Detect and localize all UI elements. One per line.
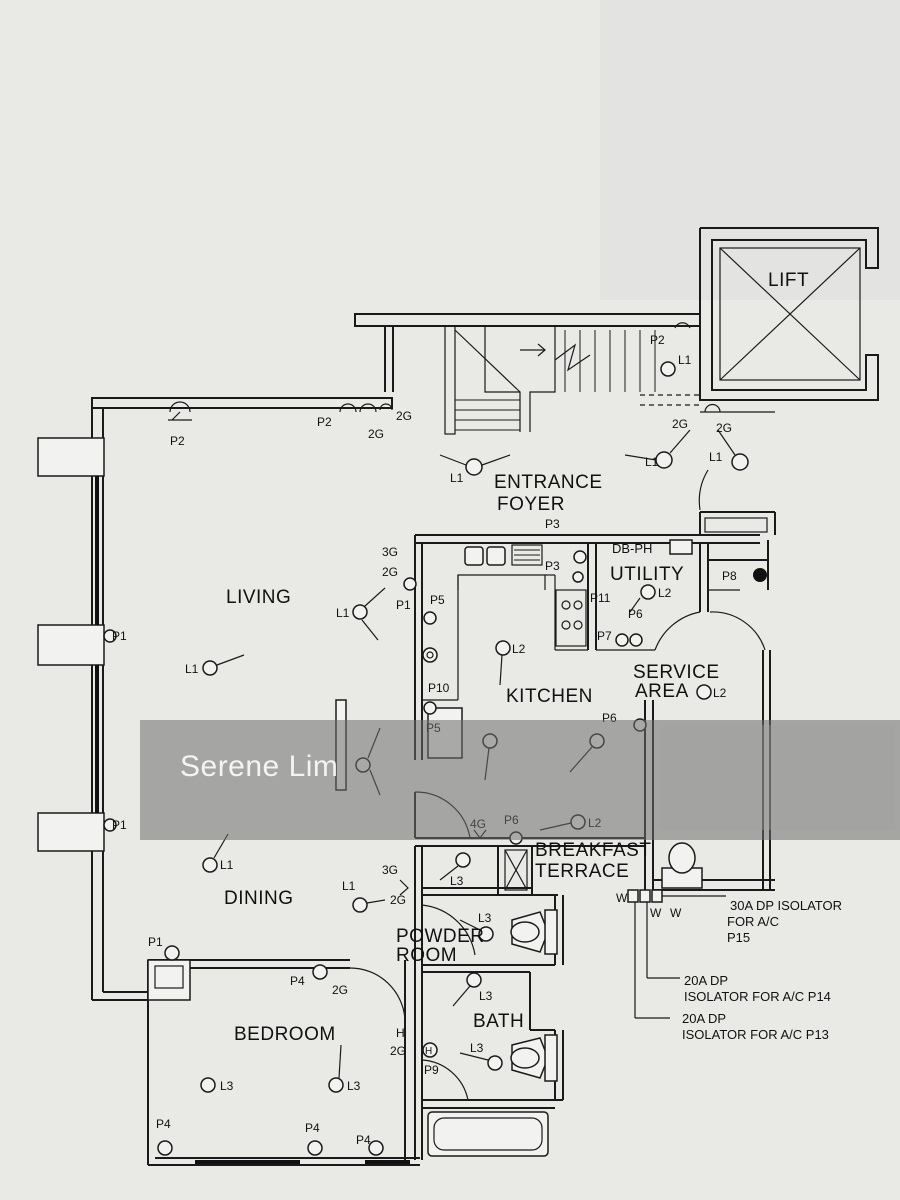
label-l3: L3 xyxy=(347,1079,361,1093)
label-p1: P1 xyxy=(396,598,411,612)
label-p1: P1 xyxy=(112,818,127,832)
note-isolator-p14-line2: ISOLATOR FOR A/C P14 xyxy=(684,989,831,1004)
room-label-living: LIVING xyxy=(226,587,291,608)
room-label-utility: UTILITY xyxy=(610,564,684,585)
label-l2: L2 xyxy=(512,642,526,656)
label-p10: P10 xyxy=(428,681,450,695)
room-label-room: ROOM xyxy=(396,945,457,966)
paper-shadow xyxy=(600,0,900,300)
wet-area-walls xyxy=(349,837,645,1160)
label-l2: L2 xyxy=(713,686,727,700)
label-2g: 2G xyxy=(368,427,384,441)
label-p3: P3 xyxy=(545,517,560,531)
note-isolator-p14-line1: 20A DP xyxy=(684,973,728,988)
service-area-walls xyxy=(653,469,775,891)
label-2g: 2G xyxy=(716,421,732,435)
label-p8: P8 xyxy=(722,569,737,583)
label-3g: 3G xyxy=(382,863,398,877)
label-l1: L1 xyxy=(678,353,692,367)
label-2g: 2G xyxy=(332,983,348,997)
label-l2: L2 xyxy=(658,586,672,600)
watermark-banner: Serene Lim xyxy=(140,720,900,840)
room-label-bath: BATH xyxy=(473,1011,524,1032)
label-p2: P2 xyxy=(650,333,665,347)
note-isolator-p15-line3: P15 xyxy=(727,930,750,945)
label-p4: P4 xyxy=(356,1133,371,1147)
label-p1: P1 xyxy=(148,935,163,949)
note-isolator-p15-line2: FOR A/C xyxy=(727,914,779,929)
lift-label: LIFT xyxy=(768,270,809,291)
label-w: W xyxy=(650,906,662,920)
db-ph-label: DB-PH xyxy=(612,541,652,556)
room-label-kitchen: KITCHEN xyxy=(506,686,593,707)
note-isolator-p15-line1: 30A DP ISOLATOR xyxy=(730,898,842,913)
label-l3: L3 xyxy=(470,1041,484,1055)
staircase xyxy=(444,325,775,435)
light-fixtures xyxy=(200,361,749,1093)
room-label-service: SERVICE xyxy=(633,662,720,683)
label-l1: L1 xyxy=(220,858,234,872)
label-2g: 2G xyxy=(672,417,688,431)
lift-shaft: LIFT xyxy=(699,227,879,401)
room-label-bedroom: BEDROOM xyxy=(234,1024,336,1045)
label-p4: P4 xyxy=(305,1121,320,1135)
label-l1: L1 xyxy=(336,606,350,620)
label-p4: P4 xyxy=(290,974,305,988)
room-label-terrace: TERRACE xyxy=(535,861,629,882)
label-l1: L1 xyxy=(185,662,199,676)
label-l1: L1 xyxy=(450,471,464,485)
label-p2: P2 xyxy=(170,434,185,448)
label-3g: 3G xyxy=(382,545,398,559)
label-l1: L1 xyxy=(709,450,723,464)
label-2g: 2G xyxy=(390,893,406,907)
svg-text:H: H xyxy=(425,1046,432,1057)
isolator-leaders xyxy=(627,889,726,1019)
room-label-area: AREA xyxy=(635,681,689,702)
label-h: H xyxy=(396,1026,405,1040)
room-label-foyer: FOYER xyxy=(497,494,565,515)
label-p1: P1 xyxy=(112,629,127,643)
label-l1: L1 xyxy=(342,879,356,893)
note-isolator-p13-line1: 20A DP xyxy=(682,1011,726,1026)
label-p2: P2 xyxy=(317,415,332,429)
exterior-walls xyxy=(37,313,701,1166)
blurred-region xyxy=(660,725,895,830)
label-l3: L3 xyxy=(220,1079,234,1093)
label-p11: P11 xyxy=(590,591,611,605)
room-label-powder: POWDER xyxy=(396,926,485,947)
power-outlets: H xyxy=(103,322,767,1156)
label-p5: P5 xyxy=(430,593,445,607)
label-l3: L3 xyxy=(450,874,464,888)
label-p6: P6 xyxy=(628,607,643,621)
label-2g: 2G xyxy=(396,409,412,423)
label-p7: P7 xyxy=(597,629,612,643)
room-label-entrance: ENTRANCE xyxy=(494,472,603,493)
label-w: W xyxy=(616,891,628,905)
label-p4: P4 xyxy=(156,1117,171,1131)
room-label-breakfast: BREAKFAST xyxy=(535,840,651,861)
note-isolator-p13-line2: ISOLATOR FOR A/C P13 xyxy=(682,1027,829,1042)
label-l3: L3 xyxy=(478,911,492,925)
label-2g: 2G xyxy=(390,1044,406,1058)
room-label-dining: DINING xyxy=(224,888,294,909)
label-2g: 2G xyxy=(382,565,398,579)
label-p3: P3 xyxy=(545,559,560,573)
label-p9: P9 xyxy=(424,1063,439,1077)
label-l3: L3 xyxy=(479,989,493,1003)
watermark-text: Serene Lim xyxy=(180,750,339,783)
label-w: W xyxy=(670,906,682,920)
label-l1: L1 xyxy=(645,455,659,469)
